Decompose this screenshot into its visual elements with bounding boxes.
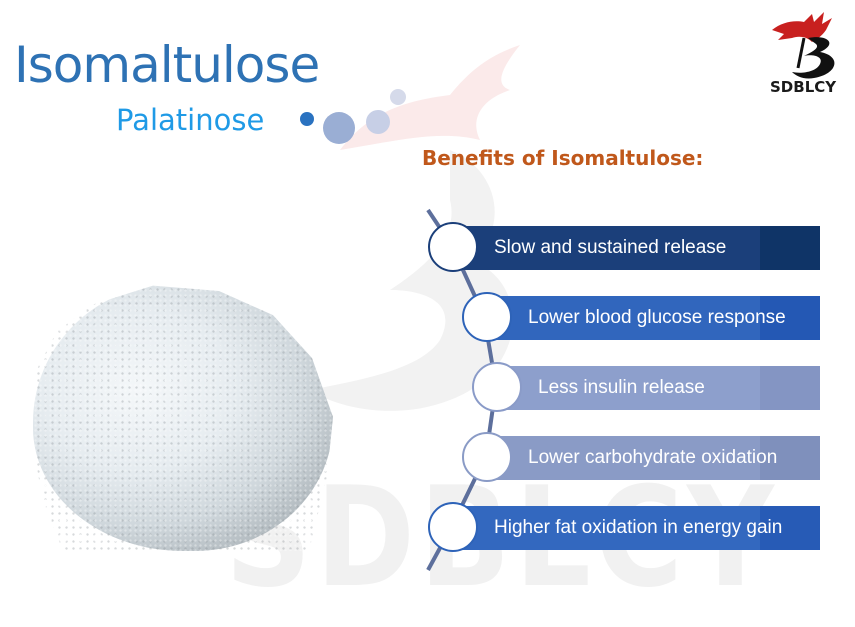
benefit-circle-icon xyxy=(462,292,512,342)
watermark-b-icon xyxy=(310,150,513,411)
benefit-item: Lower blood glucose response xyxy=(486,296,820,340)
benefit-item: Lower carbohydrate oxidation xyxy=(486,436,820,480)
page-title: Isomaltulose xyxy=(14,36,320,94)
benefit-label: Higher fat oxidation in energy gain xyxy=(494,517,783,538)
benefit-label: Lower blood glucose response xyxy=(528,307,786,328)
benefit-item: Less insulin release xyxy=(496,366,820,410)
decorative-dot-icon xyxy=(300,112,314,126)
benefit-item: Higher fat oxidation in energy gain xyxy=(452,506,820,550)
benefit-label: Lower carbohydrate oxidation xyxy=(528,447,778,468)
benefit-circle-icon xyxy=(428,502,478,552)
benefits-heading: Benefits of Isomaltulose: xyxy=(422,146,704,170)
benefit-item: Slow and sustained release xyxy=(452,226,820,270)
page-subtitle: Palatinose xyxy=(116,103,265,137)
decorative-dot-icon xyxy=(390,89,406,105)
benefit-circle-icon xyxy=(462,432,512,482)
benefit-circle-icon xyxy=(472,362,522,412)
benefit-circle-icon xyxy=(428,222,478,272)
benefit-label: Less insulin release xyxy=(538,377,705,398)
decorative-dot-icon xyxy=(323,112,355,144)
powder-texture xyxy=(33,285,333,551)
brand-name: SDBLCY xyxy=(770,78,837,96)
benefit-label: Slow and sustained release xyxy=(494,237,727,258)
powder-image xyxy=(33,285,333,551)
brand-logo-icon xyxy=(772,12,835,79)
decorative-dot-icon xyxy=(366,110,390,134)
